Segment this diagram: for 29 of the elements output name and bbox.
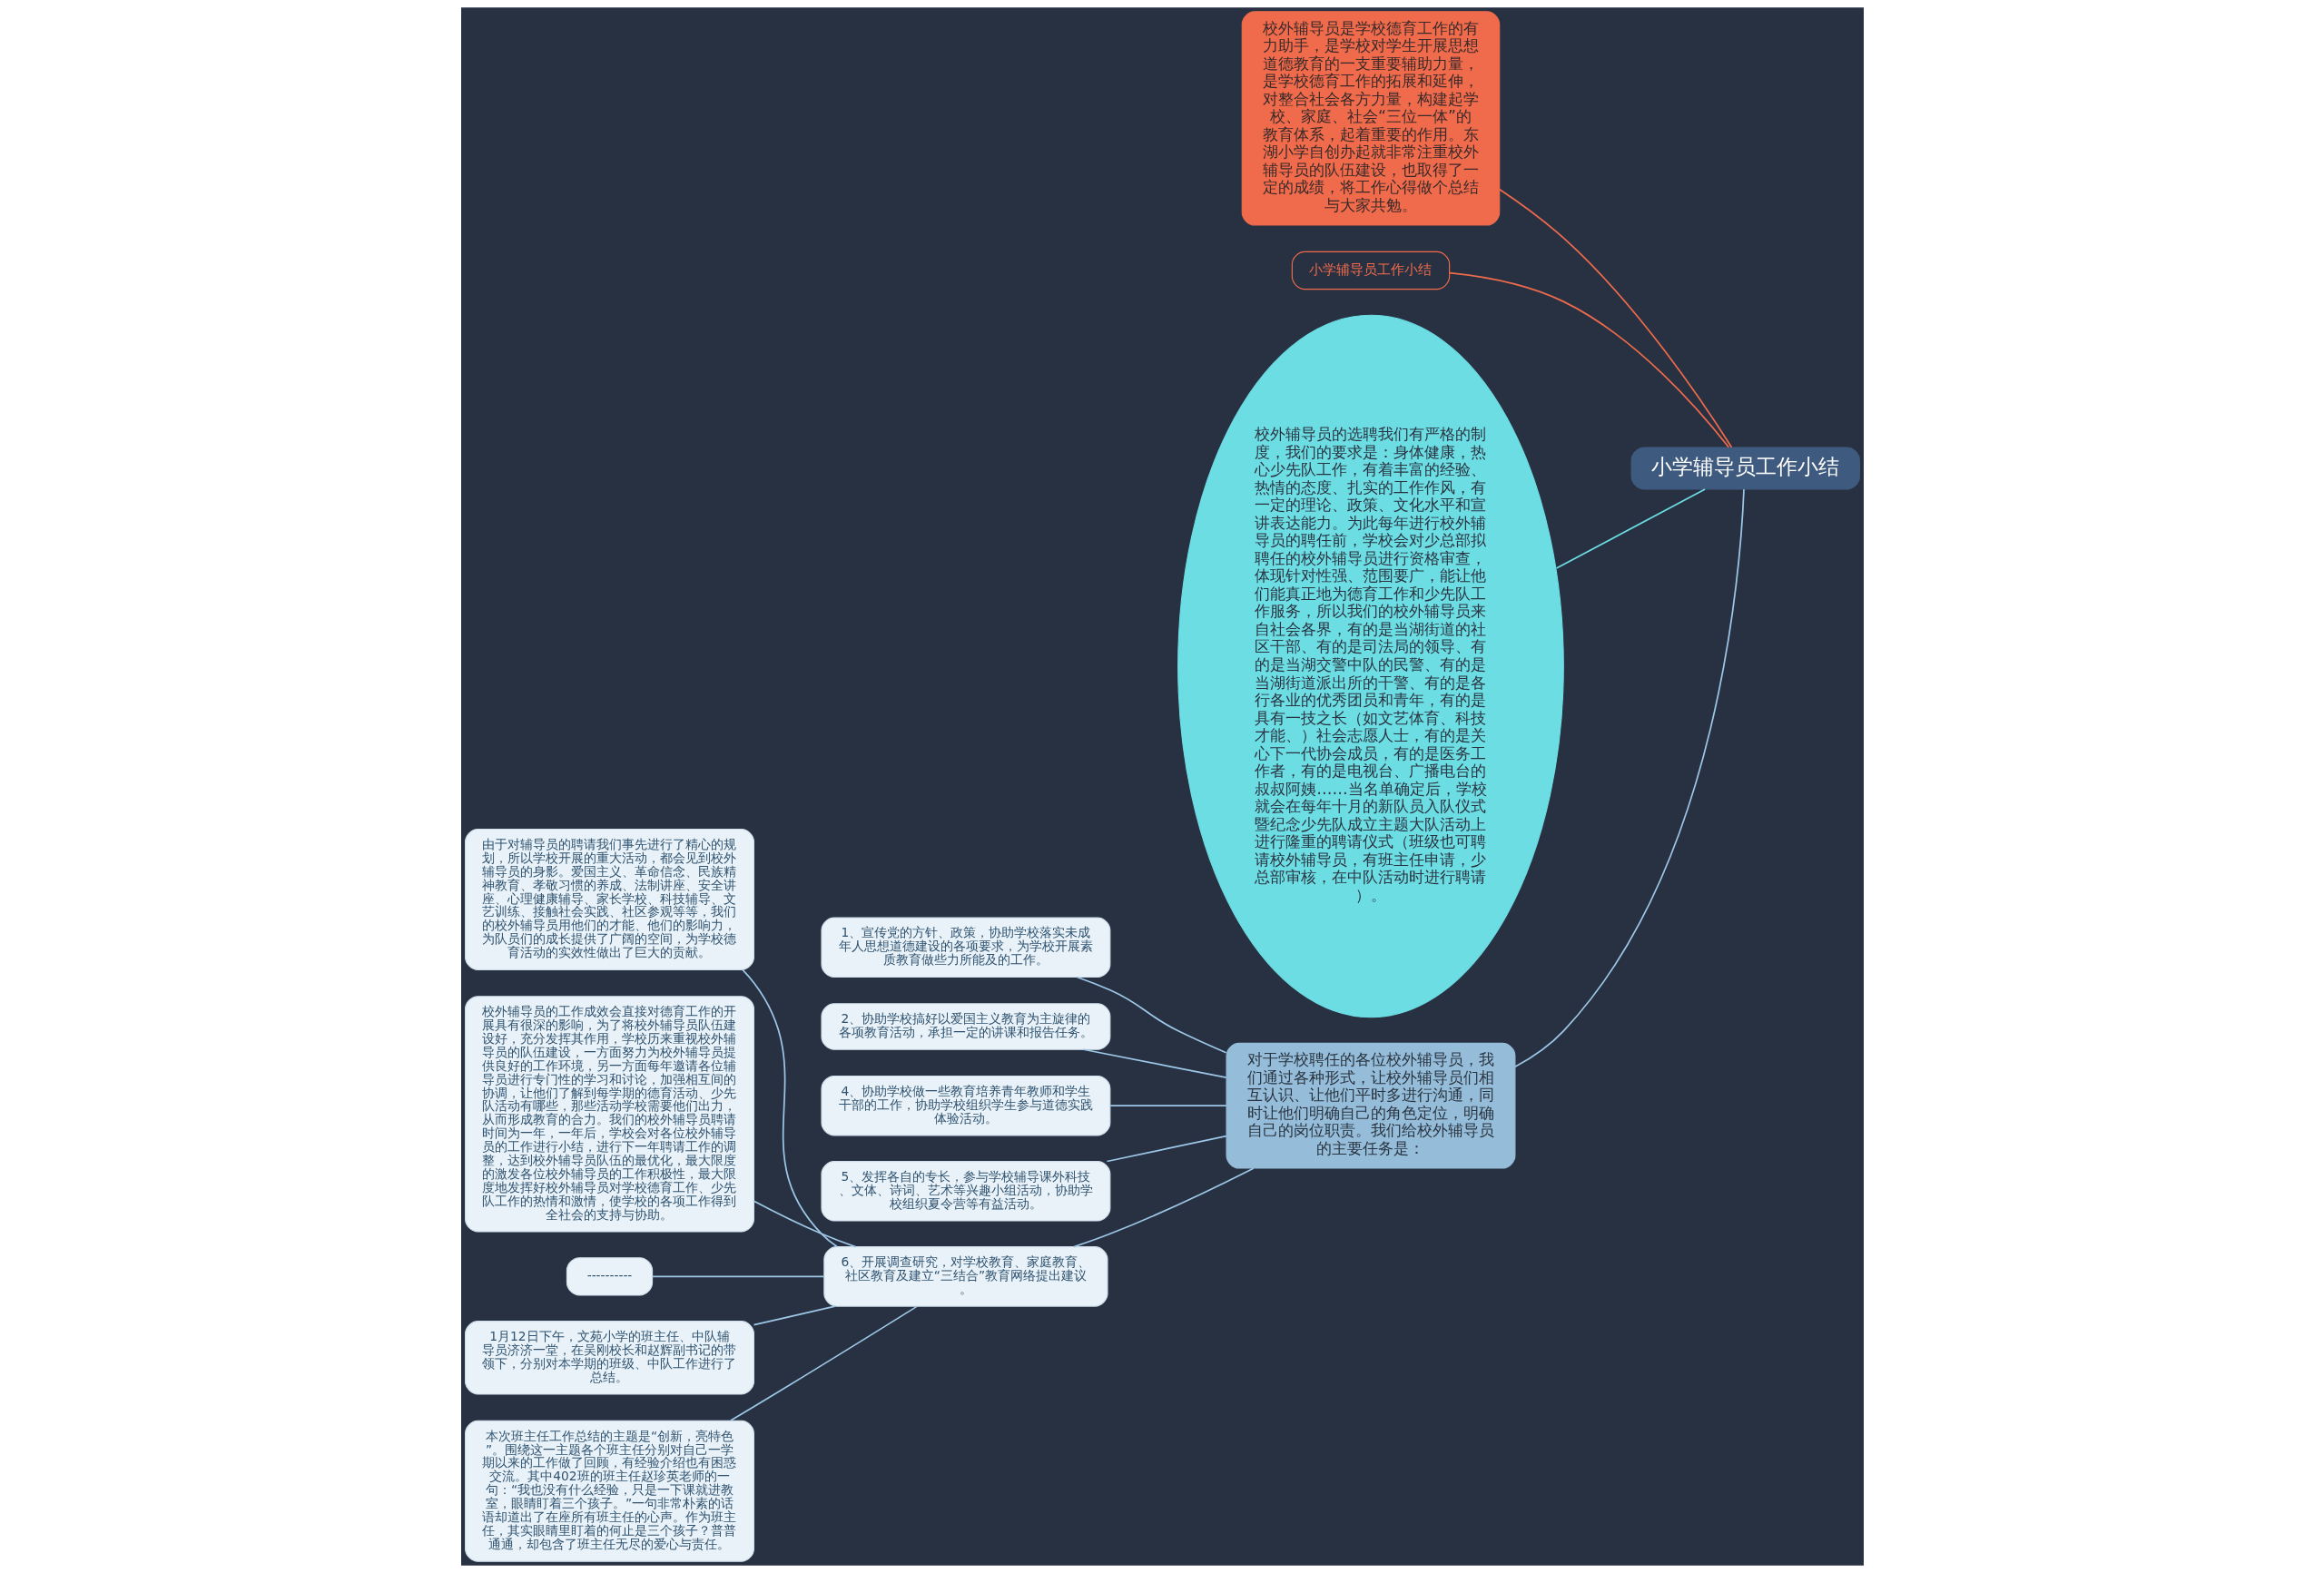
connector [1448,271,1729,448]
node-box: 小学辅导员工作小结 [1630,447,1860,490]
connector [1082,1048,1227,1078]
connector [1072,1167,1254,1248]
node-box: 5、发挥各自的专长，参与学校辅导课外科技、文体、诗词、艺术等兴趣小组活动，协助学校组织夏令营等有益活动。 [820,1161,1110,1222]
node-box: 对于学校聘任的各位校外辅导员，我们通过各种形式，让校外辅导员们相互认识、让他们平时多进行沟通，同时让他们明确自己的角色定位，明确自己的岗位职责。我们给校外辅导员的主要任务是： [1226,1042,1515,1169]
node-box: 2、协助学校搞好以爱国主义教育为主旋律的各项教育活动，承担一定的讲课和报告任务。 [820,1003,1110,1050]
connector [1555,488,1706,569]
connector [741,968,838,1248]
node-box: 4、协助学校做一些教育培养青年教师和学生干部的工作，协助学校组织学生参与道德实践体验活动。 [820,1075,1110,1136]
node-box: 小学辅导员工作小结 [1291,251,1450,290]
node-box: 校外辅导员是学校德育工作的有力助手，是学校对学生开展思想道德教育的一支重要辅助力量，是学校德育工作的拓展和延伸，对整合社会各方力量，构建起学校、家庭、社会“三位一体”的教育体系，起着重要的作用。东湖小学自创办起就非常注重校外辅导员的队伍建设，也取得了一定的成绩，将工作心得做个总结与大家共勉。 [1241,11,1500,226]
node-box: 本次班主任工作总结的主题是“创新，亮特色”。围绕这一主题各个班主任分别对自己一学期以来的工作做了回顾，有经验介绍也有困惑交流。其中402班的班主任赵珍英老师的一句：“我也没有什么经验，只是一下课就进教室，眼睛盯着三个孩子。”一句非常朴素的话语却道出了在座所有班主任的心声。作为班主任，其实眼睛里盯着的何止是三个孩子？普普通通，却包含了班主任无尽的爱心与责任。 [464,1420,754,1562]
node-box: 由于对辅导员的聘请我们事先进行了精心的规划，所以学校开展的重大活动，都会见到校外辅导员的身影。爱国主义、革命信念、民族精神教育、孝敬习惯的养成、法制讲座、安全讲座、心理健康辅导、家长学校、科技辅导、文艺训练、接触社会实践、社区参观等等，我们的校外辅导员用他们的才能、他们的影响力，为队员们的成长提供了广阔的空间，为学校德育活动的实效性做出了巨大的贡献。 [464,828,754,970]
connector [753,1305,836,1326]
node-box: 1月12日下午，文苑小学的班主任、中队辅导员济济一堂，在吴刚校长和赵辉副书记的带领下，分别对本学期的班级、中队工作进行了总结。 [464,1321,754,1395]
node-box: 1、宣传党的方针、政策，协助学校落实未成年人思想道德建设的各项要求，为学校开展素质教育做些力所能及的工作。 [820,917,1110,978]
connector [1106,1135,1227,1163]
connector [729,1305,918,1421]
connector [1513,488,1745,1067]
connector [651,1275,824,1278]
node-ellipse: 校外辅导员的选聘我们有严格的制度，我们的要求是：身体健康，热心少先队工作，有着丰富的经验、热情的态度、扎实的工作作风，有一定的理论、政策、文化水平和宣讲表达能力。为此每年进行校外辅导员的聘任前，学校会对少总部拟聘任的校外辅导员进行资格审查，体现针对性强、范围要广，能让他们能真正地为德育工作和少先队工作服务，所以我们的校外辅导员来自社会各界，有的是当湖街道的社区干部、有的是司法局的领导、有的是当湖交警中队的民警、有的是当湖街道派出所的干警、有的是各行各业的优秀团员和青年，有的是具有一技之长（如文艺体育、科技才能、）社会志愿人士，有的是关心下一代协会成员，有的是医务工作者，有的是电视台、广播电台的叔叔阿姨……当名单确定后，学校就会在每年十月的新队员入队仪式暨纪念少先队成立主题大队活动上进行隆重的聘请仪式（班级也可聘请校外辅导员，有班主任申请，少总部审核，在中队活动时进行聘请）。 [1177,314,1564,1018]
node-box: ---------- [566,1257,653,1296]
node-box: 6、开展调查研究，对学校教育、家庭教育、社区教育及建立“三结合”教育网络提出建议。 [822,1246,1108,1307]
connector [1108,1105,1227,1107]
connector [1076,976,1226,1054]
connector [753,1200,856,1248]
node-box: 校外辅导员的工作成效会直接对德育工作的开展具有很深的影响，为了将校外辅导员队伍建设好，充分发挥其作用，学校历来重视校外辅导员的队伍建设，一方面努力为校外辅导员提供良好的工作环境，另一方面每年邀请各位辅导员进行专门性的学习和讨论，加强相互间的协调，让他们了解到每学期的德育活动、少先队活动有哪些，那些活动学校需要他们出力，从而形成教育的合力。我们的校外辅导员聘请时间为一年，一年后，学校会对各位校外辅导员的工作进行小结，进行下一年聘请工作的调整，达到校外辅导员队伍的最优化，最大限度的激发各位校外辅导员的工作积极性，最大限度地发挥好校外辅导员对学校德育工作、少先队工作的热情和激情，使学校的各项工作得到全社会的支持与协助。 [464,996,754,1233]
connector [1498,188,1732,448]
